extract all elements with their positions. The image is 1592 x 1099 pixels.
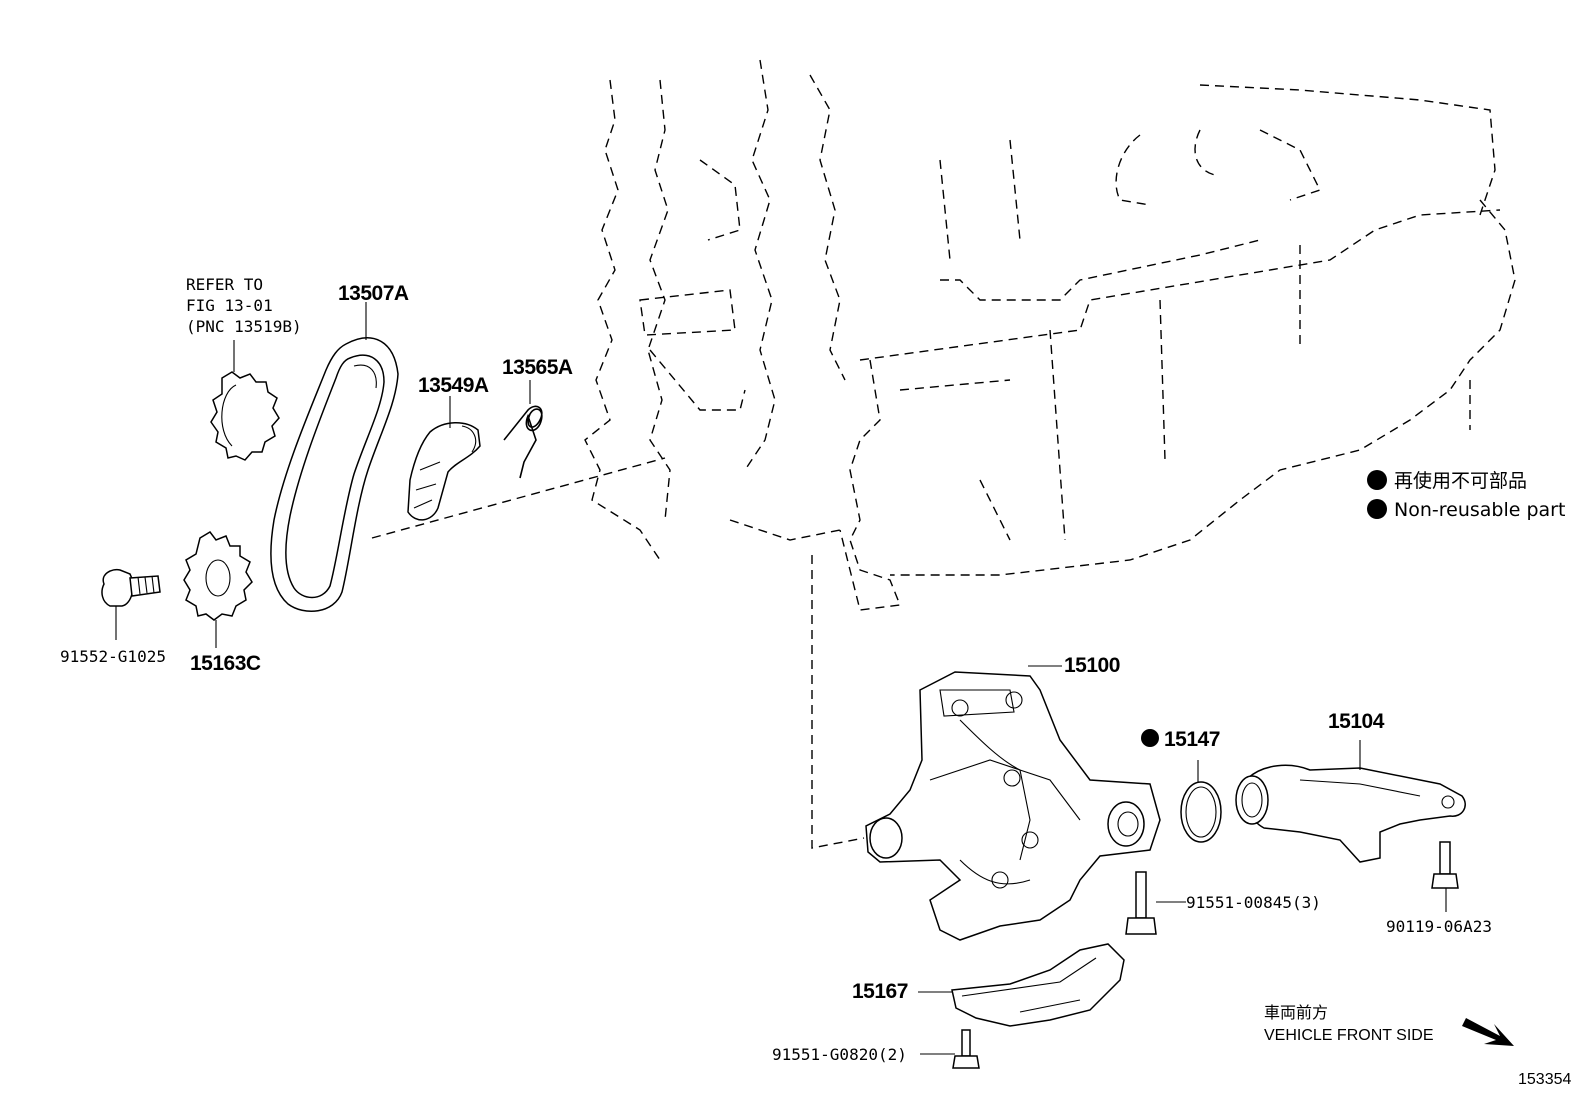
- refer-note-line1: REFER TO: [186, 275, 263, 294]
- front-side-label-en: VEHICLE FRONT SIDE: [1264, 1027, 1434, 1044]
- label-91551-00845: 91551-00845(3): [1186, 893, 1321, 912]
- label-15104: 15104: [1328, 710, 1385, 733]
- refer-note-line3: (PNC 13519B): [186, 317, 302, 336]
- label-91551-G0820: 91551-G0820(2): [772, 1045, 907, 1064]
- tensioner-spring-icon: [503, 380, 543, 479]
- crank-sprocket-icon: [210, 340, 280, 461]
- leader-pump-to-block: [811, 555, 865, 849]
- chain-tensioner-icon: [407, 396, 481, 521]
- front-side-label-jp: 車両前方: [1264, 1004, 1328, 1022]
- oil-pump-cover-plate-icon: [918, 943, 1125, 1027]
- flange-bolt-icon: [101, 568, 161, 640]
- bolt-91551-G0820-icon: [920, 1029, 980, 1069]
- figure-number: 153354: [1518, 1071, 1571, 1088]
- label-13565A: 13565A: [502, 356, 573, 379]
- label-91552-G1025: 91552-G1025: [60, 647, 166, 666]
- o-ring-icon: [1180, 760, 1222, 843]
- timing-chain-icon: [270, 302, 399, 612]
- legend-bullet-en: [1367, 499, 1387, 519]
- legend-non-reusable-en: Non-reusable part: [1394, 499, 1565, 521]
- refer-note-line2: FIG 13-01: [186, 296, 273, 315]
- label-15100: 15100: [1064, 654, 1120, 677]
- label-15163C: 15163C: [190, 652, 261, 675]
- label-13549A: 13549A: [418, 374, 489, 397]
- label-13507A: 13507A: [338, 282, 409, 305]
- label-15167: 15167: [852, 980, 908, 1003]
- label-15147: 15147: [1164, 728, 1220, 751]
- bolt-90119-icon: [1431, 841, 1459, 912]
- label-90119-06A23: 90119-06A23: [1386, 917, 1492, 936]
- front-direction-arrow-icon: [1462, 1018, 1514, 1046]
- non-reusable-marker-15147: [1141, 729, 1159, 747]
- bolt-91551-00845-icon: [1125, 871, 1186, 935]
- legend-non-reusable-jp: 再使用不可部品: [1394, 470, 1527, 492]
- oil-strainer-icon: [1235, 740, 1466, 863]
- oil-pump-assembly-icon: [865, 665, 1161, 941]
- engine-block-outline: [584, 59, 1516, 611]
- leader-chain-to-block: [371, 457, 666, 539]
- oil-pump-drive-sprocket-icon: [183, 531, 253, 648]
- legend-bullet-jp: [1367, 470, 1387, 490]
